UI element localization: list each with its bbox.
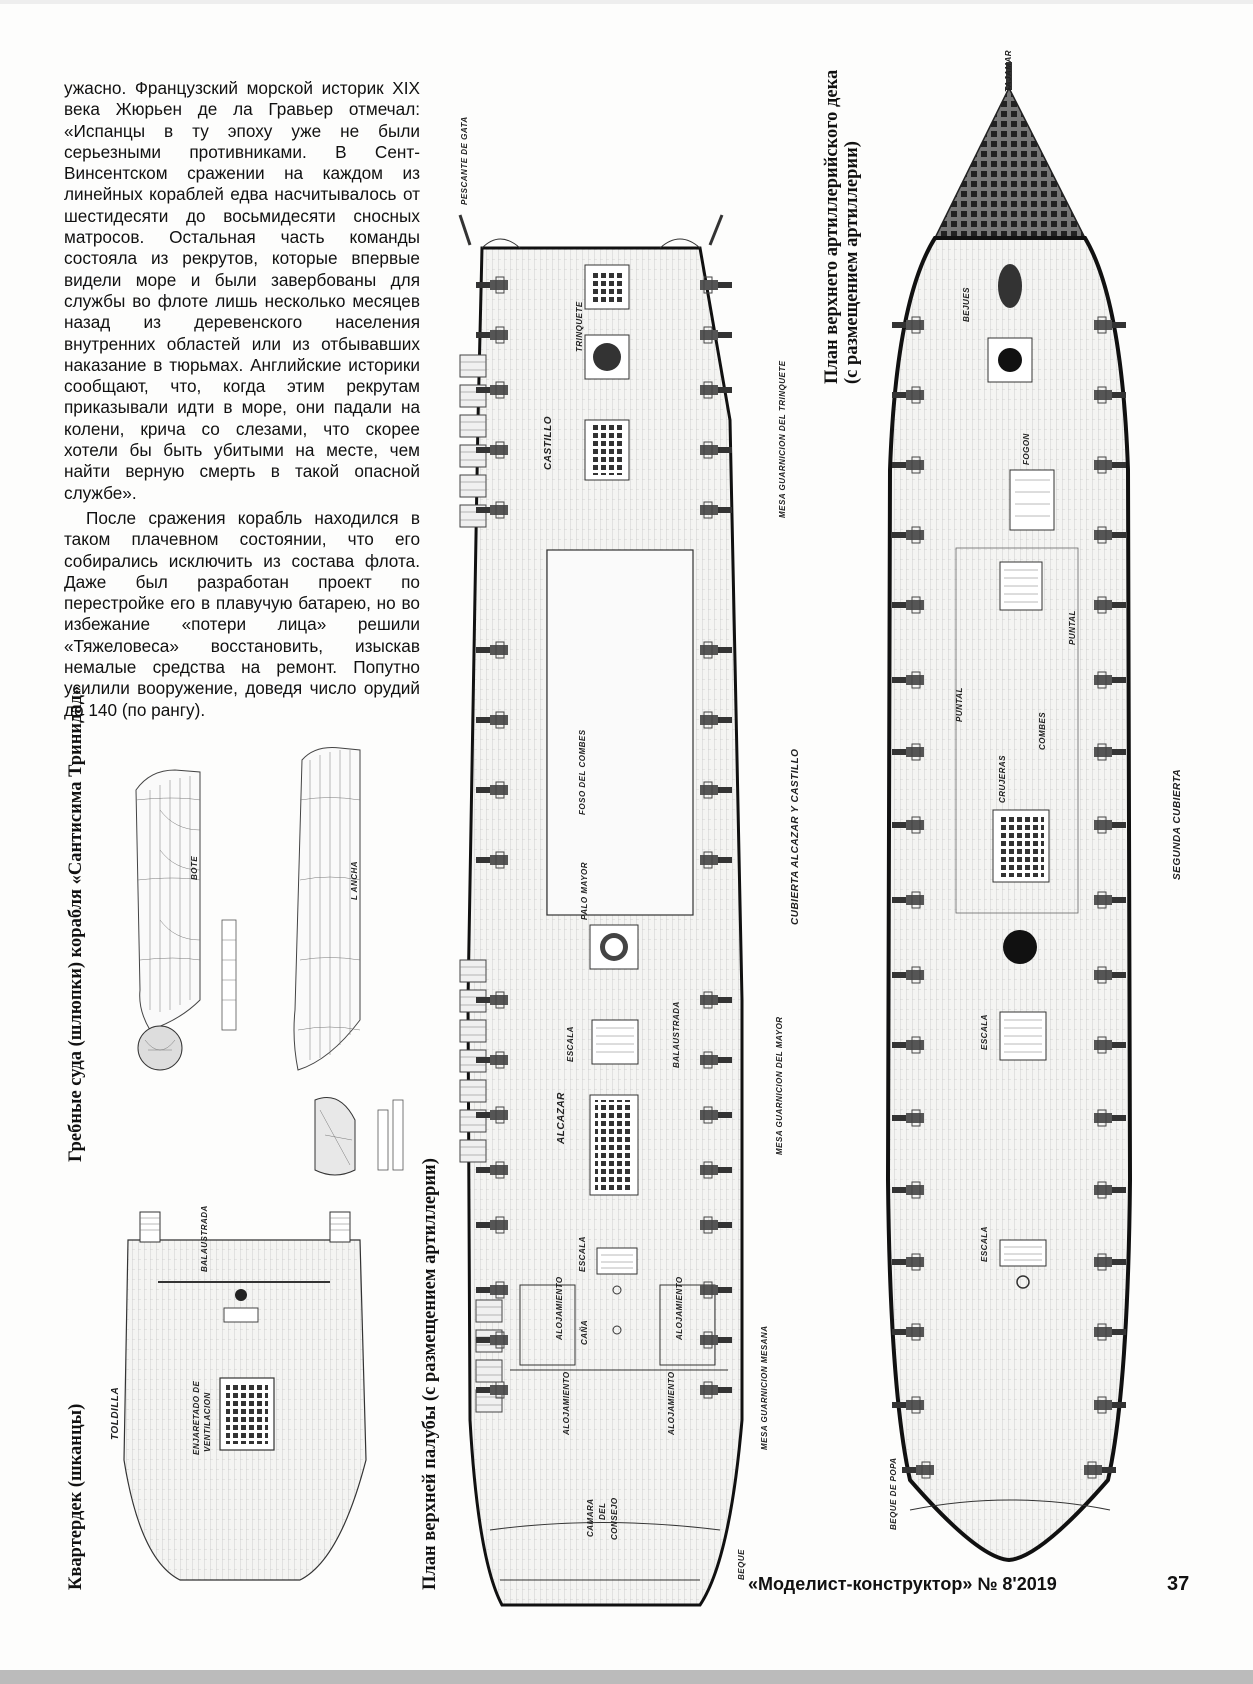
label-balaustrada-upper: BALAUSTRADA [672, 1001, 681, 1068]
caption-gun-deck-line2: (с размещением артиллерии) [842, 141, 862, 384]
label-beque-popa: BEQUE DE POPA [889, 1457, 898, 1530]
label-foso: FOSO DEL COMBES [578, 729, 587, 815]
label-crujeras: CRUJERAS [998, 754, 1007, 803]
article-text: ужасно. Французский морской историк XIX … [64, 78, 420, 721]
label-trinquete: TRINQUETE [575, 301, 584, 352]
label-puntal-2: PUNTAL [955, 687, 964, 722]
label-segunda-cubierta: SEGUNDA CUBIERTA [1172, 768, 1183, 880]
upper-deck-plan [458, 214, 744, 1607]
label-bote: BOTE [190, 855, 199, 880]
label-palo-mayor: PALO MAYOR [580, 861, 589, 920]
label-beque: BEQUE [737, 1549, 746, 1580]
label-alojamiento-1: ALOJAMIENTO [555, 1276, 564, 1340]
page-number: 37 [1167, 1573, 1190, 1595]
magazine-footer-title: «Моделист-конструктор» № 8'2019 [748, 1574, 1057, 1594]
label-alojamiento-3: ALOJAMIENTO [562, 1371, 571, 1435]
label-cana: CAÑA [580, 1319, 589, 1345]
boat-lancha-profile [293, 747, 404, 1176]
label-tajamar: TAJAMAR [1004, 49, 1013, 92]
label-balaustrada: BALAUSTRADA [200, 1205, 209, 1272]
label-enjaretado: ENJARETADO DE [192, 1380, 201, 1455]
caption-gun-deck-line1: План верхнего артиллерийского дека [822, 69, 842, 384]
label-alojamiento-2: ALOJAMIENTO [675, 1276, 684, 1340]
label-bejues: BEJUES [962, 286, 971, 322]
label-cubierta: CUBIERTA ALCAZAR Y CASTILLO [790, 748, 801, 925]
label-castillo: CASTILLO [543, 416, 554, 470]
label-toldilla: TOLDILLA [110, 1386, 121, 1440]
label-mesa-mayor: MESA GUARNICION DEL MAYOR [775, 1016, 784, 1155]
quarterdeck-plan [123, 1211, 367, 1581]
label-escala-gun-2: ESCALA [980, 1226, 989, 1262]
article-paragraph-1: ужасно. Французский морской историк XIX … [64, 78, 420, 503]
top-scan-border [0, 0, 1253, 4]
label-puntal-1: PUNTAL [1068, 610, 1077, 645]
article-paragraph-2: После сражения корабль находился в таком… [64, 507, 420, 720]
label-fogon: FOGON [1022, 433, 1031, 465]
label-escala-gun-1: ESCALA [980, 1014, 989, 1050]
label-alcazar: ALCAZAR [556, 1092, 567, 1144]
label-ventilacion: VENTILACION [203, 1392, 212, 1452]
label-lancha: L ANCHA [350, 860, 359, 900]
caption-boats: Гребные суда (шлюпки) корабля «Сантисима… [66, 685, 86, 1162]
label-camara: CAMARA [586, 1498, 595, 1537]
label-alojamiento-4: ALOJAMIENTO [667, 1371, 676, 1435]
bottom-scan-border [0, 1670, 1253, 1684]
label-mesa-trinquete: MESA GUARNICION DEL TRINQUETE [778, 360, 787, 518]
label-consejo: CONSEJO [610, 1497, 619, 1540]
caption-upper-deck: План верхней палубы (с размещением артил… [420, 1158, 440, 1590]
label-escala-aft: ESCALA [578, 1236, 587, 1272]
label-pescante: PESCANTE DE GATA [460, 116, 469, 205]
label-combes: COMBES [1038, 711, 1047, 750]
gun-deck-plan [885, 62, 1133, 1563]
label-mesa-mesana: MESA GUARNICION MESANA [760, 1325, 769, 1450]
label-escala-upper: ESCALA [566, 1026, 575, 1062]
label-del: DEL [598, 1502, 607, 1521]
caption-quarterdeck: Квартердек (шканцы) [66, 1403, 86, 1590]
boat-bote-profile [135, 769, 237, 1071]
